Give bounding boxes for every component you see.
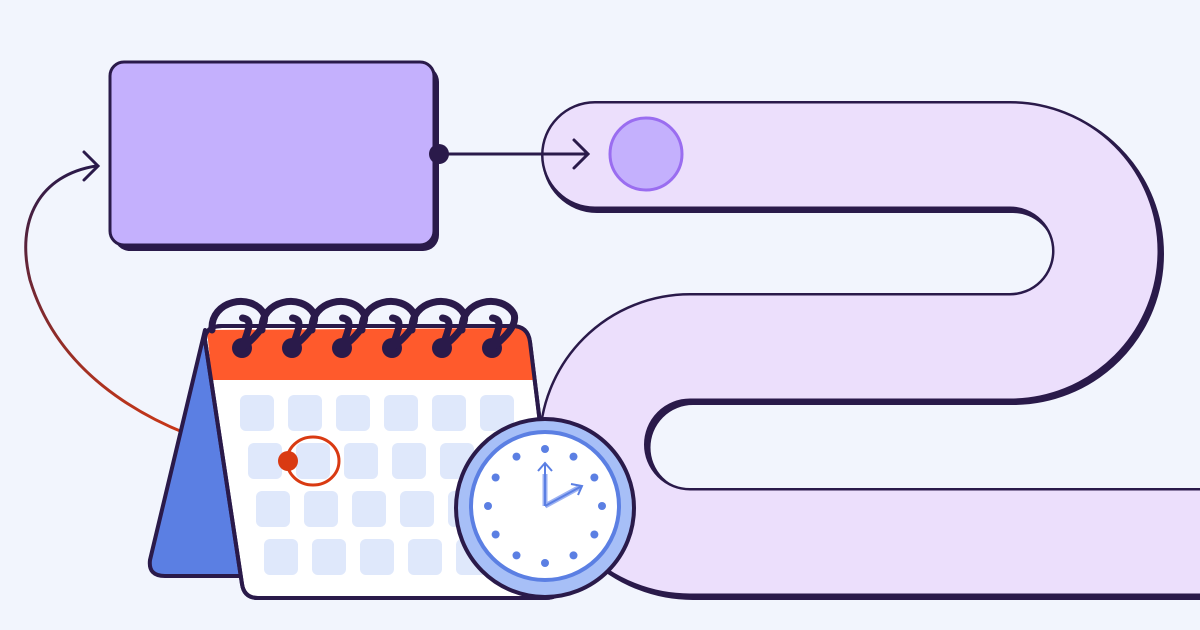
clock-tick bbox=[569, 452, 578, 461]
workflow-box bbox=[108, 60, 439, 251]
clock-tick bbox=[541, 445, 549, 453]
calendar-cell bbox=[288, 395, 322, 431]
calendar-cell bbox=[256, 491, 290, 527]
calendar-cell bbox=[384, 395, 418, 431]
calendar-rings bbox=[208, 298, 519, 358]
calendar-cell bbox=[360, 539, 394, 575]
calendar-cell bbox=[432, 395, 466, 431]
clock-tick bbox=[491, 530, 500, 539]
calendar-cell bbox=[240, 395, 274, 431]
calendar-icon bbox=[147, 298, 563, 600]
calendar-cell bbox=[480, 395, 514, 431]
clock-icon bbox=[454, 417, 636, 599]
calendar-cell bbox=[392, 443, 426, 479]
clock-tick bbox=[491, 473, 500, 482]
clock-tick bbox=[512, 452, 521, 461]
calendar-cell bbox=[336, 395, 370, 431]
calendar-cell bbox=[248, 443, 282, 479]
calendar-cell bbox=[304, 491, 338, 527]
clock-tick bbox=[569, 551, 578, 560]
calendar-cell bbox=[296, 443, 330, 479]
calendar-grid bbox=[240, 395, 538, 575]
calendar-cell bbox=[264, 539, 298, 575]
clock-tick bbox=[598, 502, 606, 510]
calendar-cell bbox=[312, 539, 346, 575]
clock-tick bbox=[590, 473, 599, 482]
ring bbox=[458, 298, 519, 352]
arrow-right-icon bbox=[429, 138, 591, 170]
clock-tick bbox=[590, 530, 599, 539]
calendar-cell bbox=[352, 491, 386, 527]
clock-tick bbox=[484, 502, 492, 510]
calendar-cell bbox=[400, 491, 434, 527]
token-circle bbox=[608, 116, 684, 192]
clock-tick bbox=[541, 559, 549, 567]
track-path bbox=[538, 101, 1200, 600]
calendar-cell bbox=[344, 443, 378, 479]
calendar-cell bbox=[408, 539, 442, 575]
clock-tick bbox=[512, 551, 521, 560]
